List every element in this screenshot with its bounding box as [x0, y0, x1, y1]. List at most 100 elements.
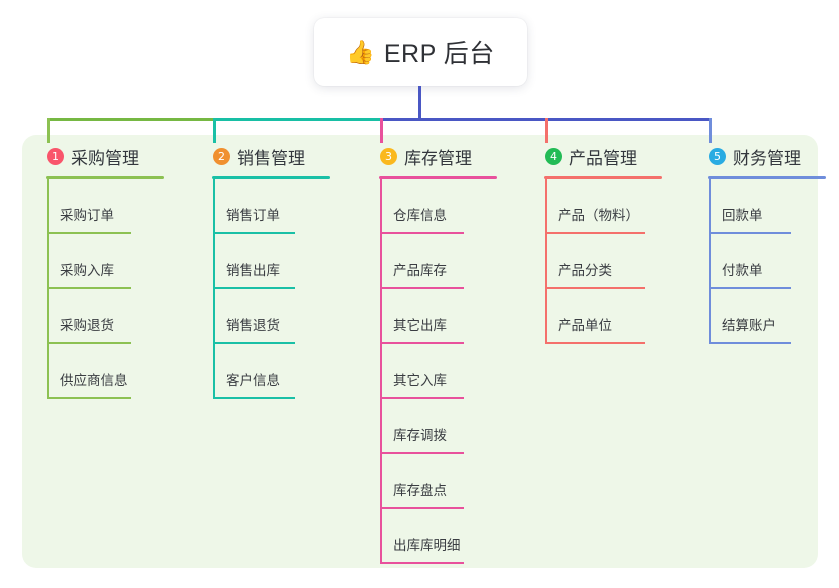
branch-spine: [545, 179, 547, 344]
leaf-label: 产品库存: [393, 263, 447, 278]
leaf-label: 出库库明细: [393, 538, 461, 553]
leaf-item[interactable]: 付款单: [692, 234, 822, 289]
leaf-underline: [709, 342, 791, 344]
branch-number-badge: 3: [380, 147, 397, 165]
leaf-item[interactable]: 其它入库: [363, 344, 513, 399]
leaf-underline: [380, 397, 464, 399]
leaf-label: 库存调拨: [393, 428, 447, 443]
leaf-underline: [213, 287, 295, 289]
branch-column-1: 1 采购管理采购订单采购入库采购退货供应商信息: [30, 143, 180, 399]
root-node-card[interactable]: 👍 ERP 后台: [314, 18, 527, 86]
leaf-item[interactable]: 销售退货: [196, 289, 346, 344]
leaf-label: 回款单: [722, 208, 763, 223]
drop-line-1: [47, 118, 50, 143]
leaf-item[interactable]: 产品库存: [363, 234, 513, 289]
branch-title: 产品管理: [569, 148, 637, 168]
leaf-underline: [213, 342, 295, 344]
leaf-label: 采购退货: [60, 318, 114, 333]
bar-segment-1: [47, 118, 216, 121]
leaf-underline: [545, 342, 645, 344]
leaf-item[interactable]: 出库库明细: [363, 509, 513, 564]
leaf-underline: [380, 232, 464, 234]
leaf-label: 销售订单: [226, 208, 280, 223]
leaf-underline: [380, 342, 464, 344]
leaf-item[interactable]: 产品单位: [528, 289, 678, 344]
leaf-item[interactable]: 采购订单: [30, 179, 180, 234]
leaf-item[interactable]: 结算账户: [692, 289, 822, 344]
leaf-label: 结算账户: [722, 318, 776, 333]
branch-number-badge: 2: [213, 147, 230, 165]
drop-line-3: [380, 118, 383, 143]
leaf-label: 付款单: [722, 263, 763, 278]
diagram-panel: [22, 135, 818, 568]
leaf-underline: [47, 397, 131, 399]
leaf-underline: [380, 507, 464, 509]
leaf-label: 其它出库: [393, 318, 447, 333]
leaf-underline: [380, 287, 464, 289]
leaf-underline: [47, 342, 131, 344]
branch-spine: [709, 179, 711, 344]
bar-segment-2: [213, 118, 383, 121]
leaf-item[interactable]: 采购入库: [30, 234, 180, 289]
branch-column-4: 4 产品管理产品（物料） 产品分类产品单位: [528, 143, 678, 344]
branch-number-badge: 1: [47, 147, 64, 165]
branch-underline: [708, 176, 826, 179]
branch-header-1[interactable]: 1 采购管理: [30, 143, 180, 169]
leaf-item[interactable]: 销售出库: [196, 234, 346, 289]
leaf-item[interactable]: 采购退货: [30, 289, 180, 344]
leaf-item[interactable]: 销售订单: [196, 179, 346, 234]
leaf-label: 采购订单: [60, 208, 114, 223]
branch-title: 销售管理: [237, 148, 305, 168]
branch-spine: [380, 179, 382, 564]
drop-line-4: [545, 118, 548, 143]
leaf-label: 库存盘点: [393, 483, 447, 498]
leaf-item[interactable]: 供应商信息: [30, 344, 180, 399]
leaf-list: 采购订单采购入库采购退货供应商信息: [30, 179, 180, 399]
leaf-underline: [545, 287, 645, 289]
leaf-list: 回款单付款单结算账户: [692, 179, 822, 344]
leaf-label: 销售出库: [226, 263, 280, 278]
leaf-underline: [545, 232, 645, 234]
leaf-label: 销售退货: [226, 318, 280, 333]
leaf-item[interactable]: 仓库信息: [363, 179, 513, 234]
branch-column-2: 2 销售管理销售订单销售出库销售退货客户信息: [196, 143, 346, 399]
leaf-underline: [380, 562, 464, 564]
branch-title: 采购管理: [71, 148, 139, 168]
leaf-list: 仓库信息产品库存其它出库其它入库库存调拨库存盘点出库库明细: [363, 179, 513, 564]
branch-spine: [47, 179, 49, 399]
branch-title: 财务管理: [733, 148, 801, 168]
leaf-label: 客户信息: [226, 373, 280, 388]
leaf-underline: [47, 287, 131, 289]
branch-column-3: 3 库存管理仓库信息产品库存其它出库其它入库库存调拨库存盘点出库库明细: [363, 143, 513, 564]
branch-number-badge: 5: [709, 147, 726, 165]
drop-line-2: [213, 118, 216, 143]
leaf-list: 产品（物料） 产品分类产品单位: [528, 179, 678, 344]
leaf-underline: [47, 232, 131, 234]
leaf-item[interactable]: 库存盘点: [363, 454, 513, 509]
leaf-item[interactable]: 回款单: [692, 179, 822, 234]
leaf-underline: [380, 452, 464, 454]
leaf-underline: [709, 287, 791, 289]
branch-header-2[interactable]: 2 销售管理: [196, 143, 346, 169]
leaf-item[interactable]: 库存调拨: [363, 399, 513, 454]
branch-number-badge: 4: [545, 147, 562, 165]
leaf-label: 供应商信息: [60, 373, 128, 388]
leaf-underline: [213, 232, 295, 234]
branch-underline: [544, 176, 662, 179]
leaf-label: 产品分类: [558, 263, 612, 278]
leaf-item[interactable]: 产品（物料）: [528, 179, 678, 234]
branch-underline: [379, 176, 497, 179]
leaf-label: 产品（物料）: [558, 208, 639, 223]
drop-line-5: [709, 118, 712, 143]
branch-header-4[interactable]: 4 产品管理: [528, 143, 678, 169]
leaf-item[interactable]: 其它出库: [363, 289, 513, 344]
thumbs-up-icon: 👍: [346, 39, 375, 65]
leaf-item[interactable]: 产品分类: [528, 234, 678, 289]
leaf-item[interactable]: 客户信息: [196, 344, 346, 399]
branch-title: 库存管理: [404, 148, 472, 168]
branch-column-5: 5 财务管理回款单付款单结算账户: [692, 143, 826, 344]
branch-header-5[interactable]: 5 财务管理: [692, 143, 822, 169]
leaf-label: 仓库信息: [393, 208, 447, 223]
branch-header-3[interactable]: 3 库存管理: [363, 143, 513, 169]
